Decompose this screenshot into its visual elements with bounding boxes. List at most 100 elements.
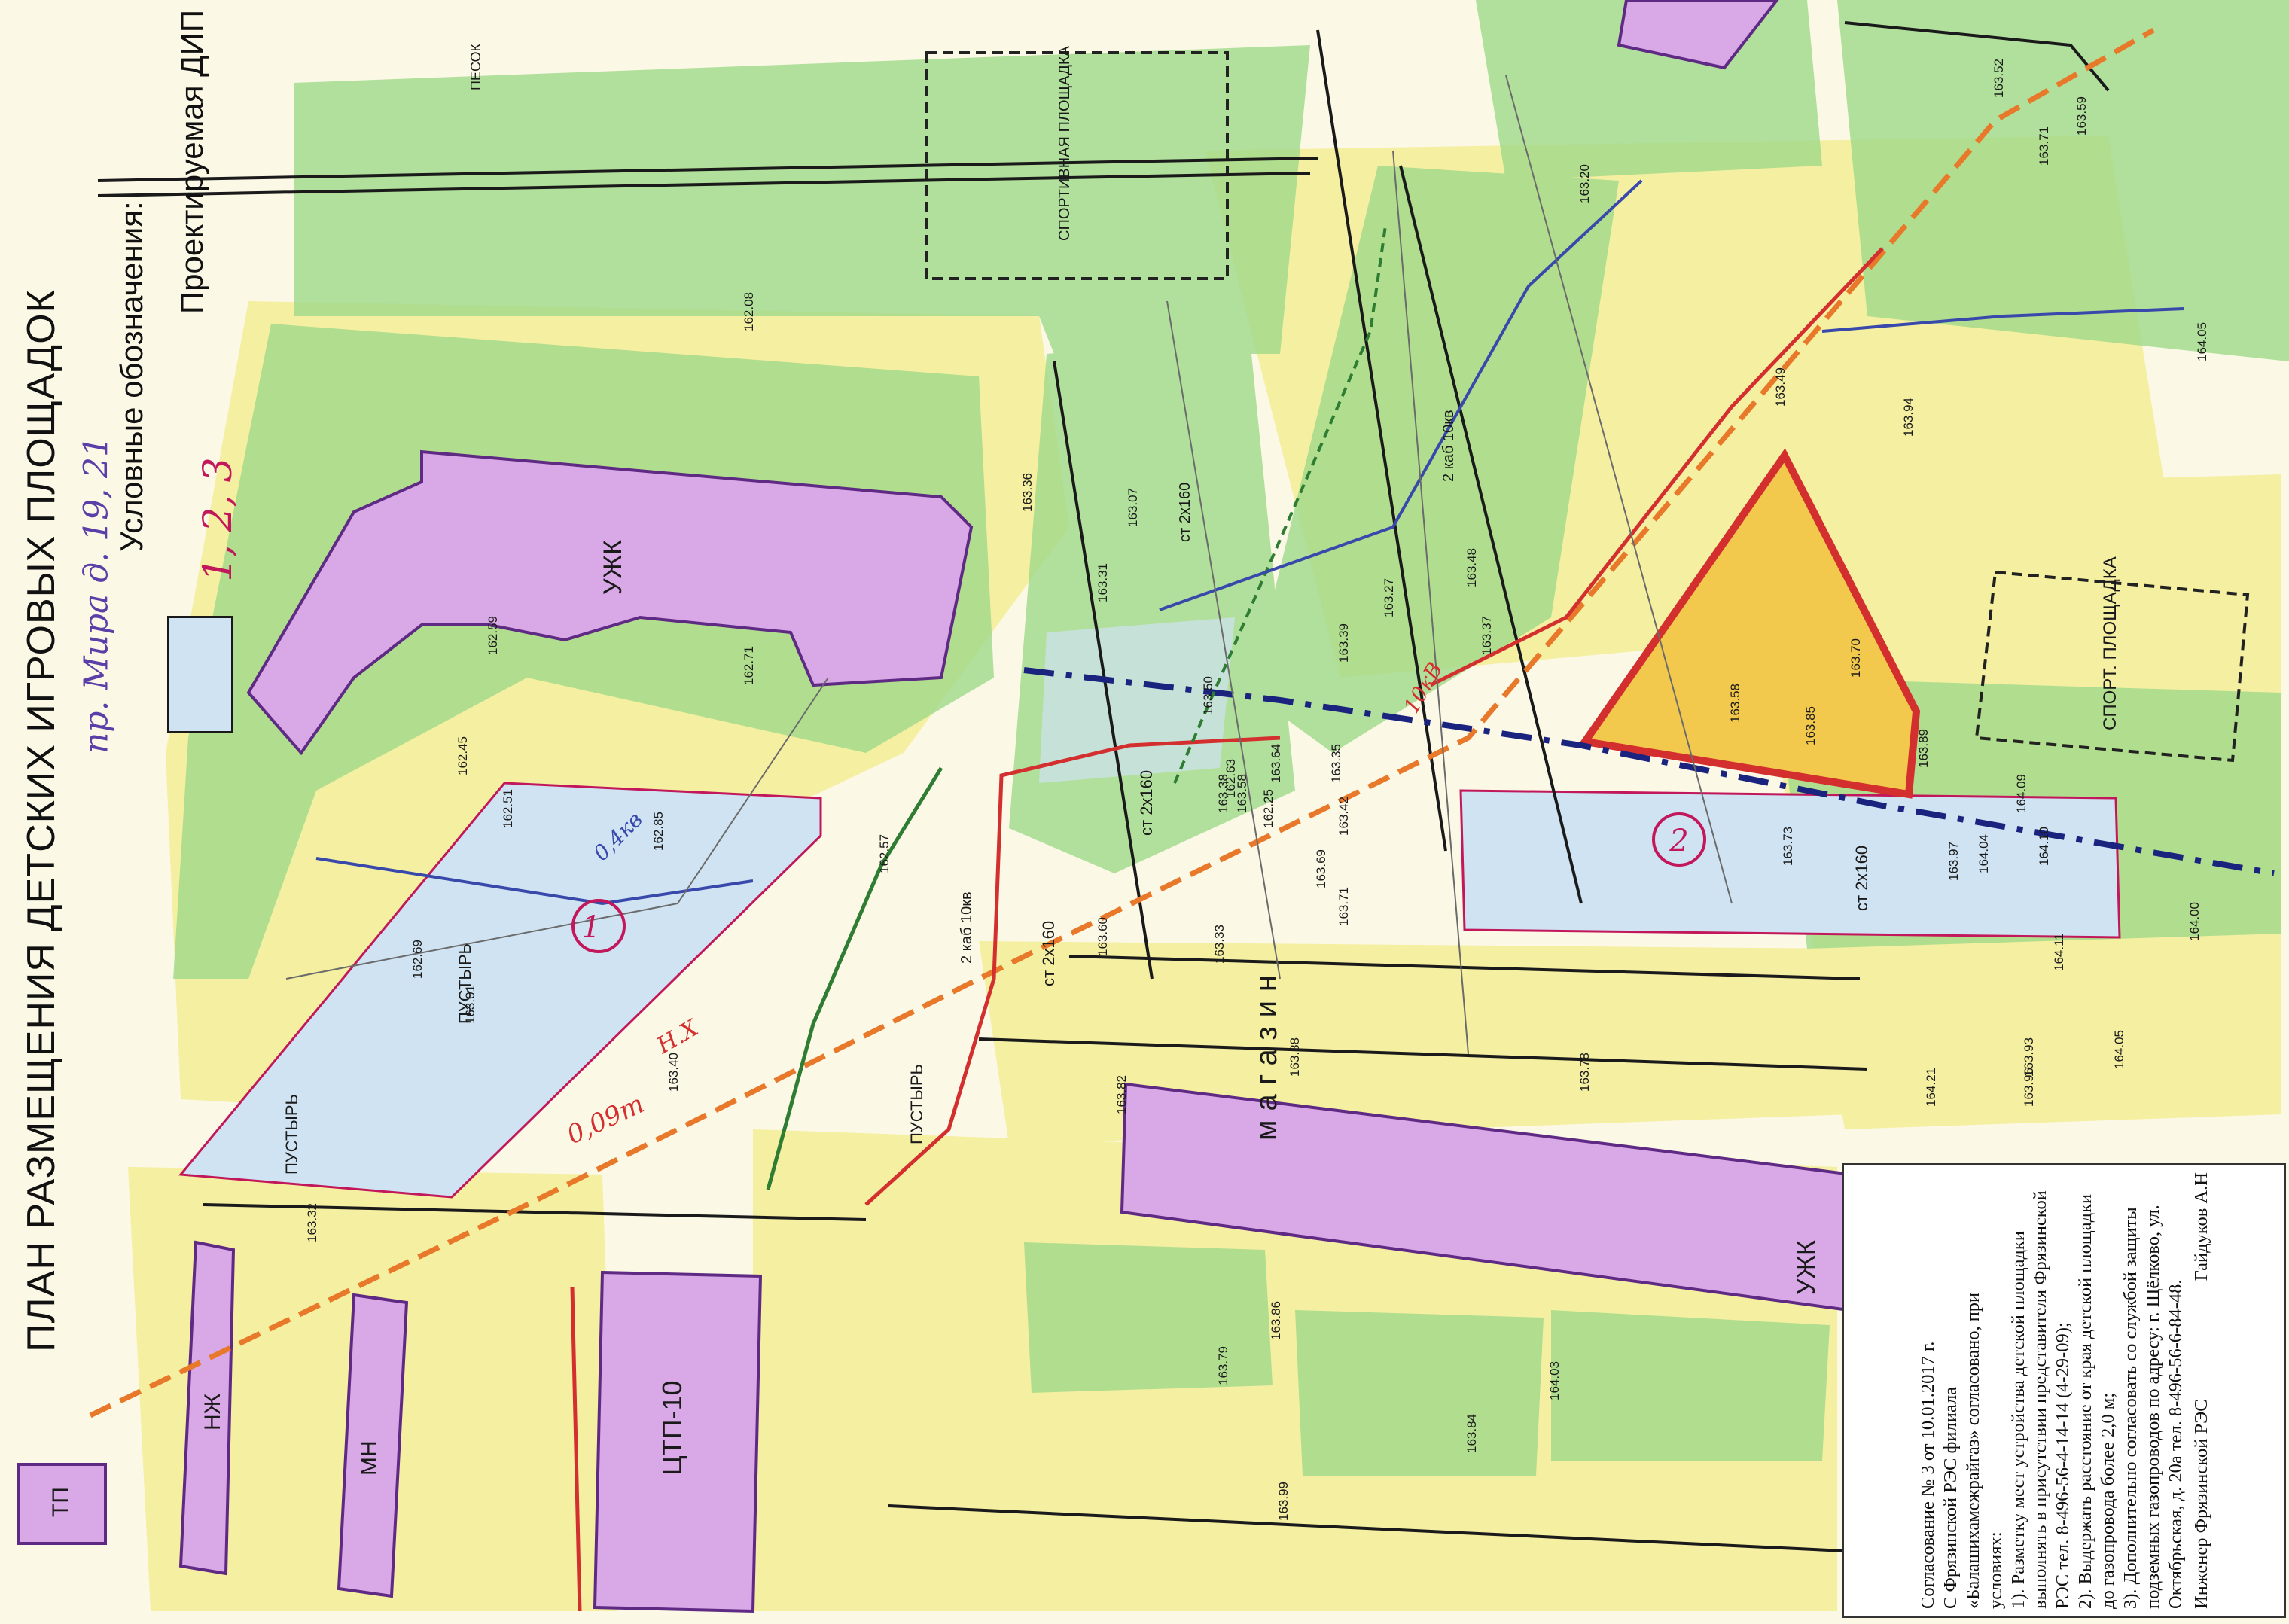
elevation-mark: 163.38 xyxy=(1216,774,1230,813)
approval-stamp: Согласование № 3 от 10.01.2017 г. С Фряз… xyxy=(1842,1163,2286,1618)
lawn-area xyxy=(1250,166,1619,753)
elevation-mark: 163.82 xyxy=(1114,1075,1129,1114)
elevation-mark: 163.70 xyxy=(1849,638,1863,678)
site-marker-1 xyxy=(571,899,626,953)
elevation-mark: 164.21 xyxy=(1924,1068,1938,1107)
utility-line-orange xyxy=(89,27,2155,1418)
elevation-mark: 163.88 xyxy=(1288,1037,1302,1077)
elevation-mark: 163.85 xyxy=(1803,706,1818,745)
elevation-mark: 162.51 xyxy=(501,789,515,828)
elevation-mark: 163.99 xyxy=(1276,1482,1291,1521)
legend-heading: Условные обозначения: xyxy=(114,201,149,552)
label-kab-2: 2 каб 10кв xyxy=(1440,410,1457,482)
elevation-mark: 162.25 xyxy=(1261,789,1276,828)
blue-cables xyxy=(315,179,2184,906)
red-cable xyxy=(1429,247,1884,687)
elevation-mark: 162.71 xyxy=(742,646,756,685)
elevation-mark: 163.20 xyxy=(1577,164,1592,203)
road-edge xyxy=(203,1203,867,1221)
elevation-mark: 164.05 xyxy=(2112,1030,2126,1069)
signer-title: Инженер Фрязинской РЭС xyxy=(2190,1399,2211,1609)
playground-site-highlight xyxy=(1578,448,1921,799)
site-number-2: 2 xyxy=(1669,824,1688,858)
sport-fields xyxy=(925,51,2250,763)
elevation-mark: 164.10 xyxy=(2037,827,2051,866)
elevation-mark: 163.49 xyxy=(1773,367,1788,407)
legend-item-label: Проектируемая ДИП xyxy=(174,9,209,315)
elevation-mark: 163.89 xyxy=(1916,729,1931,768)
buildings xyxy=(17,0,1855,1613)
approval-condition: 3). Дополнительно согласовать со службой… xyxy=(2120,1205,2185,1609)
elevation-mark: 163.42 xyxy=(1337,797,1351,836)
elevation-mark: 163.59 xyxy=(2074,96,2089,136)
label-wasteland-1: ПУСТЫРЬ xyxy=(456,943,474,1024)
elevation-mark: 164.11 xyxy=(2052,933,2066,971)
road-edge xyxy=(1053,361,1154,980)
elevation-mark: 163.40 xyxy=(666,1053,681,1092)
red-cable xyxy=(570,1287,582,1612)
road-lines xyxy=(97,21,2110,1552)
elevation-mark: 163.27 xyxy=(1382,578,1396,617)
approval-condition: 1). Разметку мест устройства детской пло… xyxy=(2007,1190,2073,1609)
lawn-area xyxy=(1295,1310,1544,1476)
approval-line: условиях: xyxy=(1984,1531,2005,1609)
elevation-mark: 163.33 xyxy=(1212,925,1227,964)
label-nzh-1: НЖ xyxy=(200,1393,225,1431)
elevation-mark: 163.60 xyxy=(1096,917,1110,956)
elevation-mark: 163.32 xyxy=(305,1203,319,1242)
elevation-mark: 163.97 xyxy=(1946,842,1961,881)
elevation-mark: 163.73 xyxy=(1781,827,1795,866)
elevation-mark: 163.07 xyxy=(1126,488,1140,527)
label-tp: ТП xyxy=(48,1487,73,1517)
label-cable-4: ст 2х160 xyxy=(1177,483,1193,542)
blue-cable xyxy=(315,857,754,906)
red-cables xyxy=(570,247,1884,1612)
approval-line: С Фрязинской РЭС филиала xyxy=(1940,1386,1961,1609)
lawn-area xyxy=(1024,1242,1273,1393)
handwritten-site-numbers: 1, 2, 3 xyxy=(196,457,241,582)
legend-swatch xyxy=(167,616,233,733)
approval-line: «Балашихамежрайгаз» согласовано, при xyxy=(1962,1292,1983,1609)
blue-cable xyxy=(1159,179,1643,611)
road-edge xyxy=(888,1504,1846,1552)
label-nzh-2: МН xyxy=(357,1440,382,1476)
elevation-mark: 163.96 xyxy=(2022,1068,2036,1107)
elevation-mark: 163.71 xyxy=(2037,126,2051,166)
site-marker-2 xyxy=(1652,812,1706,867)
label-cable-1: ст 2х160 xyxy=(1137,770,1156,836)
red-cable xyxy=(864,736,1281,1206)
elevation-mark: 162.63 xyxy=(1224,759,1238,798)
signer-name: Гайдуков А.Н xyxy=(2190,1172,2211,1281)
label-wasteland-3: ПУСТЫРЬ xyxy=(907,1064,926,1144)
elevation-mark: 164.09 xyxy=(2014,774,2028,813)
elevation-mark: 162.45 xyxy=(456,736,470,775)
road-edge xyxy=(1316,29,1447,852)
building-nzh-1 xyxy=(178,1240,236,1576)
label-sport-field-top: СПОРТИВНАЯ ПЛОЩАДКА xyxy=(1056,45,1073,241)
sport-field-top xyxy=(925,51,1229,280)
elevation-mark: 163.37 xyxy=(1480,616,1494,655)
thin-line xyxy=(1505,75,1733,904)
thin-lines xyxy=(285,75,1733,1055)
thin-line xyxy=(1392,150,1469,1055)
label-magazin: магазин xyxy=(1250,966,1283,1141)
building-ucmk xyxy=(246,449,974,756)
hand-009: 0,09т xyxy=(562,1089,649,1150)
building-nzh-2 xyxy=(337,1293,409,1598)
lawn-area xyxy=(1551,1310,1830,1461)
elevation-mark: 163.48 xyxy=(1465,548,1479,587)
elevation-mark: 164.04 xyxy=(1977,834,1991,873)
thin-line xyxy=(285,677,829,980)
elevation-mark: 163.36 xyxy=(1020,473,1035,512)
road-edge xyxy=(1068,955,1861,980)
road-edge xyxy=(1844,21,2110,92)
handwritten-address: пр. Мира д. 19, 21 xyxy=(77,435,116,754)
elevation-mark: 163.71 xyxy=(1337,887,1351,926)
label-ctp: ЦТП-10 xyxy=(657,1380,687,1476)
elevation-mark: 163.78 xyxy=(1577,1053,1592,1092)
label-cable-3: ст 2х160 xyxy=(1852,846,1871,911)
building-ctp xyxy=(593,1270,763,1613)
page-title: ПЛАН РАЗМЕЩЕНИЯ ДЕТСКИХ ИГРОВЫХ ПЛОЩАДОК xyxy=(20,289,63,1352)
sport-field-east xyxy=(1974,570,2250,763)
